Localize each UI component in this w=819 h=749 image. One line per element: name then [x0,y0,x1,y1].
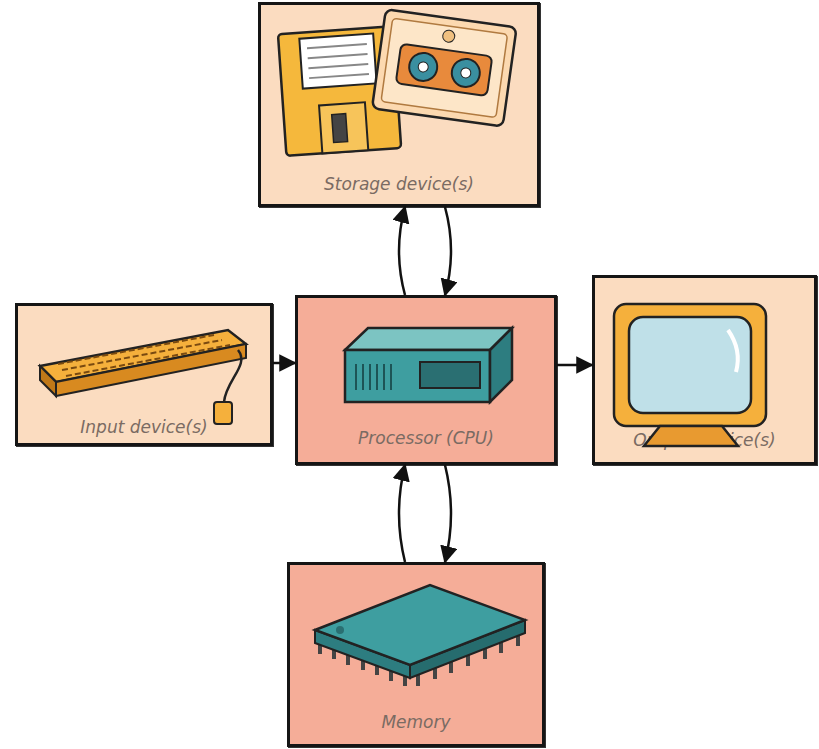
flow-arrow [557,364,592,367]
flow-arrow [399,465,405,562]
computer-case-icon [345,328,512,402]
device-box: Storage device(s) [258,2,540,207]
flow-arrow [445,207,451,295]
keyboard-icon [40,330,246,424]
device-box: Memory [287,562,545,747]
flow-arrow [445,465,451,562]
box-label: Output device(s) [633,430,775,450]
memory-chip-icon [315,585,525,686]
monitor-icon [614,304,766,446]
box-label: Storage device(s) [324,174,474,194]
flow-arrow [273,362,295,365]
box-label: Input device(s) [80,417,207,437]
flow-arrow [399,207,405,295]
device-box: Input device(s) [15,303,273,446]
box-label: Memory [381,712,450,732]
device-box: Processor (CPU) [295,295,557,465]
cassette-icon [372,9,517,126]
box-label: Processor (CPU) [358,428,494,448]
floppy-disk-icon [278,26,401,156]
device-box: Output device(s) [592,275,817,465]
